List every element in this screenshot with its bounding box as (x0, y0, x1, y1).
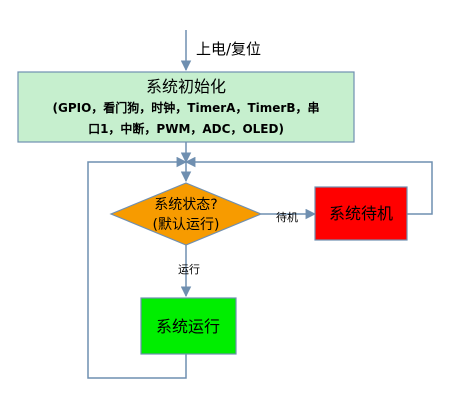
system-run-box (140, 297, 237, 355)
system-init-detail-line1: (GPIO，看门狗，时钟，TimerA，TimerB，串 (53, 100, 320, 115)
decision-line2: (默认运行) (153, 217, 220, 233)
system-run-label: 系统运行 (156, 317, 220, 336)
standby-edge-label: 待机 (276, 210, 298, 224)
decision-diamond (109, 182, 263, 246)
system-run-block: 系统运行 (140, 297, 237, 355)
system-init-detail-line2: 口1，中断，PWM，ADC，OLED) (88, 121, 284, 136)
system-init-block: 系统初始化 (GPIO，看门狗，时钟，TimerA，TimerB，串 口1，中断… (17, 71, 355, 143)
system-standby-block: 系统待机 (314, 186, 408, 241)
system-standby-box (314, 186, 408, 241)
standby-loop-back-line (184, 156, 433, 215)
run-loop-back-line (87, 156, 188, 379)
decision-line1: 系统状态? (154, 197, 217, 213)
start-label: 上电/复位 (196, 40, 261, 58)
system-standby-label: 系统待机 (329, 204, 393, 223)
system-state-decision: 系统状态? (默认运行) (109, 182, 263, 246)
system-init-title: 系统初始化 (146, 77, 226, 96)
run-edge-label: 运行 (178, 263, 200, 276)
